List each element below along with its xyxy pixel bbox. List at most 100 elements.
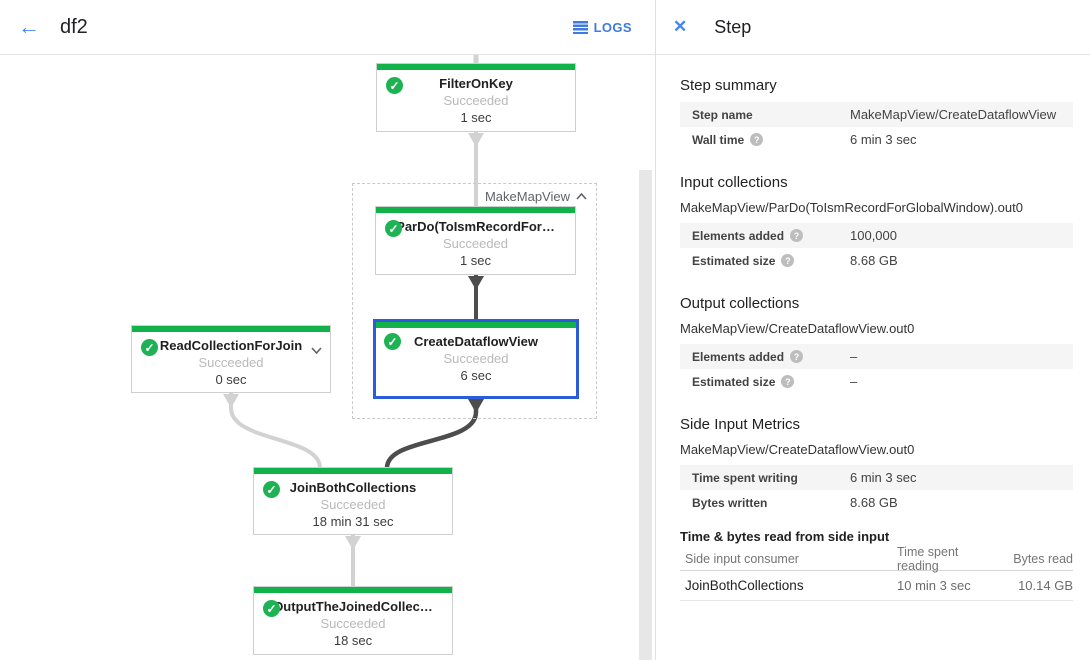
node-outputthejoinedcollection[interactable]: OutputTheJoinedCollec… Succeeded 18 sec	[253, 586, 453, 655]
node-title: JoinBothCollections	[289, 480, 417, 495]
kv-row-step-name: Step name MakeMapView/CreateDataflowView	[680, 102, 1073, 127]
edge-arrow	[468, 399, 484, 413]
node-status-bar	[377, 64, 575, 70]
kv-row-bytes-written: Bytes written 8.68 GB	[680, 490, 1073, 515]
node-createdataflowview[interactable]: CreateDataflowView Succeeded 6 sec	[373, 319, 579, 399]
kv-value: MakeMapView/CreateDataflowView	[850, 107, 1057, 122]
section-heading-side-input-metrics: Side Input Metrics	[680, 416, 801, 433]
job-header: df2 LOGS	[0, 0, 655, 55]
help-icon[interactable]	[790, 350, 804, 363]
kv-row-elements-added: Elements added –	[680, 344, 1073, 369]
node-status: Succeeded	[320, 497, 386, 512]
node-time: 1 sec	[459, 253, 492, 268]
kv-label: Estimated size	[692, 375, 850, 389]
output-collection-name: MakeMapView/CreateDataflowView.out0	[680, 321, 915, 336]
node-joinbothcollections[interactable]: JoinBothCollections Succeeded 18 min 31 …	[253, 467, 453, 535]
side-input-table: Side input consumer Time spent reading B…	[680, 545, 1073, 601]
check-circle-icon	[263, 481, 280, 498]
help-icon[interactable]	[781, 375, 795, 388]
kv-value: –	[850, 349, 858, 364]
edge-arrow	[345, 536, 361, 550]
edge-createview-join	[384, 398, 479, 469]
kv-label: Wall time	[692, 133, 850, 147]
help-icon[interactable]	[781, 254, 795, 267]
node-title: OutputTheJoinedCollec…	[273, 599, 433, 614]
help-icon[interactable]	[750, 133, 764, 146]
side-input-collection-name: MakeMapView/CreateDataflowView.out0	[680, 442, 915, 457]
chevron-up-icon	[576, 193, 587, 200]
node-status-bar	[376, 322, 576, 328]
kv-label: Elements added	[692, 350, 850, 364]
step-details-panel: Step Step summary Step name MakeMapView/…	[656, 0, 1090, 660]
node-status: Succeeded	[442, 236, 509, 251]
node-status: Succeeded	[443, 351, 509, 366]
column-header-bytes: Bytes read	[1013, 552, 1073, 566]
kv-value: 8.68 GB	[850, 253, 898, 268]
cell-consumer: JoinBothCollections	[685, 578, 804, 593]
check-circle-icon	[386, 77, 403, 94]
back-arrow-icon[interactable]	[18, 16, 40, 38]
node-status: Succeeded	[198, 355, 264, 370]
step-panel-title: Step	[714, 16, 752, 37]
node-status: Succeeded	[320, 616, 386, 631]
table-header-row: Side input consumer Time spent reading B…	[680, 545, 1073, 573]
node-time: 18 sec	[333, 633, 373, 648]
node-status: Succeeded	[443, 93, 509, 108]
group-makemapview: MakeMapView	[352, 183, 597, 419]
node-title: ParDo(ToIsmRecordFor…	[396, 219, 555, 234]
group-label: MakeMapView	[484, 189, 570, 204]
kv-row-estimated-size: Estimated size 8.68 GB	[680, 248, 1073, 273]
kv-value: 6 min 3 sec	[850, 470, 917, 485]
node-status-bar	[376, 207, 575, 213]
section-heading-input-collections: Input collections	[680, 174, 788, 191]
kv-row-time-spent-writing: Time spent writing 6 min 3 sec	[680, 465, 1073, 490]
cell-time: 10 min 3 sec	[897, 578, 971, 593]
kv-row-estimated-size: Estimated size –	[680, 369, 1073, 394]
help-icon[interactable]	[790, 229, 804, 242]
check-circle-icon	[385, 220, 402, 237]
node-time: 0 sec	[215, 372, 247, 387]
group-makemapview-toggle[interactable]: MakeMapView	[485, 189, 587, 204]
job-graph-canvas[interactable]: MakeMapView FilterOnKey Succeeded 1 sec …	[0, 0, 655, 660]
check-circle-icon	[384, 333, 401, 350]
node-time: 1 sec	[460, 110, 492, 125]
edge-readcollection-join	[229, 393, 322, 469]
node-time: 18 min 31 sec	[312, 514, 394, 529]
kv-value: 8.68 GB	[850, 495, 898, 510]
cell-bytes: 10.14 GB	[1018, 578, 1073, 593]
edge-arrow	[223, 394, 239, 408]
kv-value: –	[850, 374, 858, 389]
section-heading-output-collections: Output collections	[680, 295, 800, 312]
section-heading-step-summary: Step summary	[680, 77, 777, 94]
chevron-down-icon[interactable]	[311, 341, 322, 359]
column-header-consumer: Side input consumer	[685, 552, 799, 566]
panel-divider	[655, 0, 656, 660]
close-icon[interactable]	[673, 17, 687, 37]
kv-label: Time spent writing	[692, 470, 798, 485]
node-filteronkey[interactable]: FilterOnKey Succeeded 1 sec	[376, 63, 576, 132]
graph-scrollbar[interactable]	[639, 170, 652, 660]
edge-arrow	[468, 133, 484, 147]
side-input-table-heading: Time & bytes read from side input	[680, 529, 890, 544]
node-title: ReadCollectionForJoin	[159, 338, 303, 353]
node-pardo-toismrecord[interactable]: ParDo(ToIsmRecordFor… Succeeded 1 sec	[375, 206, 576, 275]
kv-value: 6 min 3 sec	[850, 132, 917, 147]
input-collection-name: MakeMapView/ParDo(ToIsmRecordForGlobalWi…	[680, 200, 1023, 215]
node-title: FilterOnKey	[439, 76, 513, 91]
kv-label: Elements added	[692, 229, 850, 243]
job-title: df2	[60, 15, 88, 38]
edge-arrow	[468, 276, 484, 290]
logs-button-label: LOGS	[593, 19, 632, 35]
check-circle-icon	[141, 339, 158, 356]
graph-edges	[223, 51, 484, 587]
kv-label: Bytes written	[692, 495, 768, 510]
node-readcollectionforjoin[interactable]: ReadCollectionForJoin Succeeded 0 sec	[131, 325, 331, 393]
check-circle-icon	[263, 600, 280, 617]
logs-button[interactable]: LOGS	[572, 19, 632, 35]
node-title: CreateDataflowView	[413, 334, 539, 349]
kv-label: Estimated size	[692, 254, 850, 268]
kv-row-elements-added: Elements added 100,000	[680, 223, 1073, 248]
table-row: JoinBothCollections 10 min 3 sec 10.14 G…	[680, 571, 1073, 601]
node-status-bar	[254, 468, 452, 474]
step-panel-header: Step	[656, 0, 1090, 55]
